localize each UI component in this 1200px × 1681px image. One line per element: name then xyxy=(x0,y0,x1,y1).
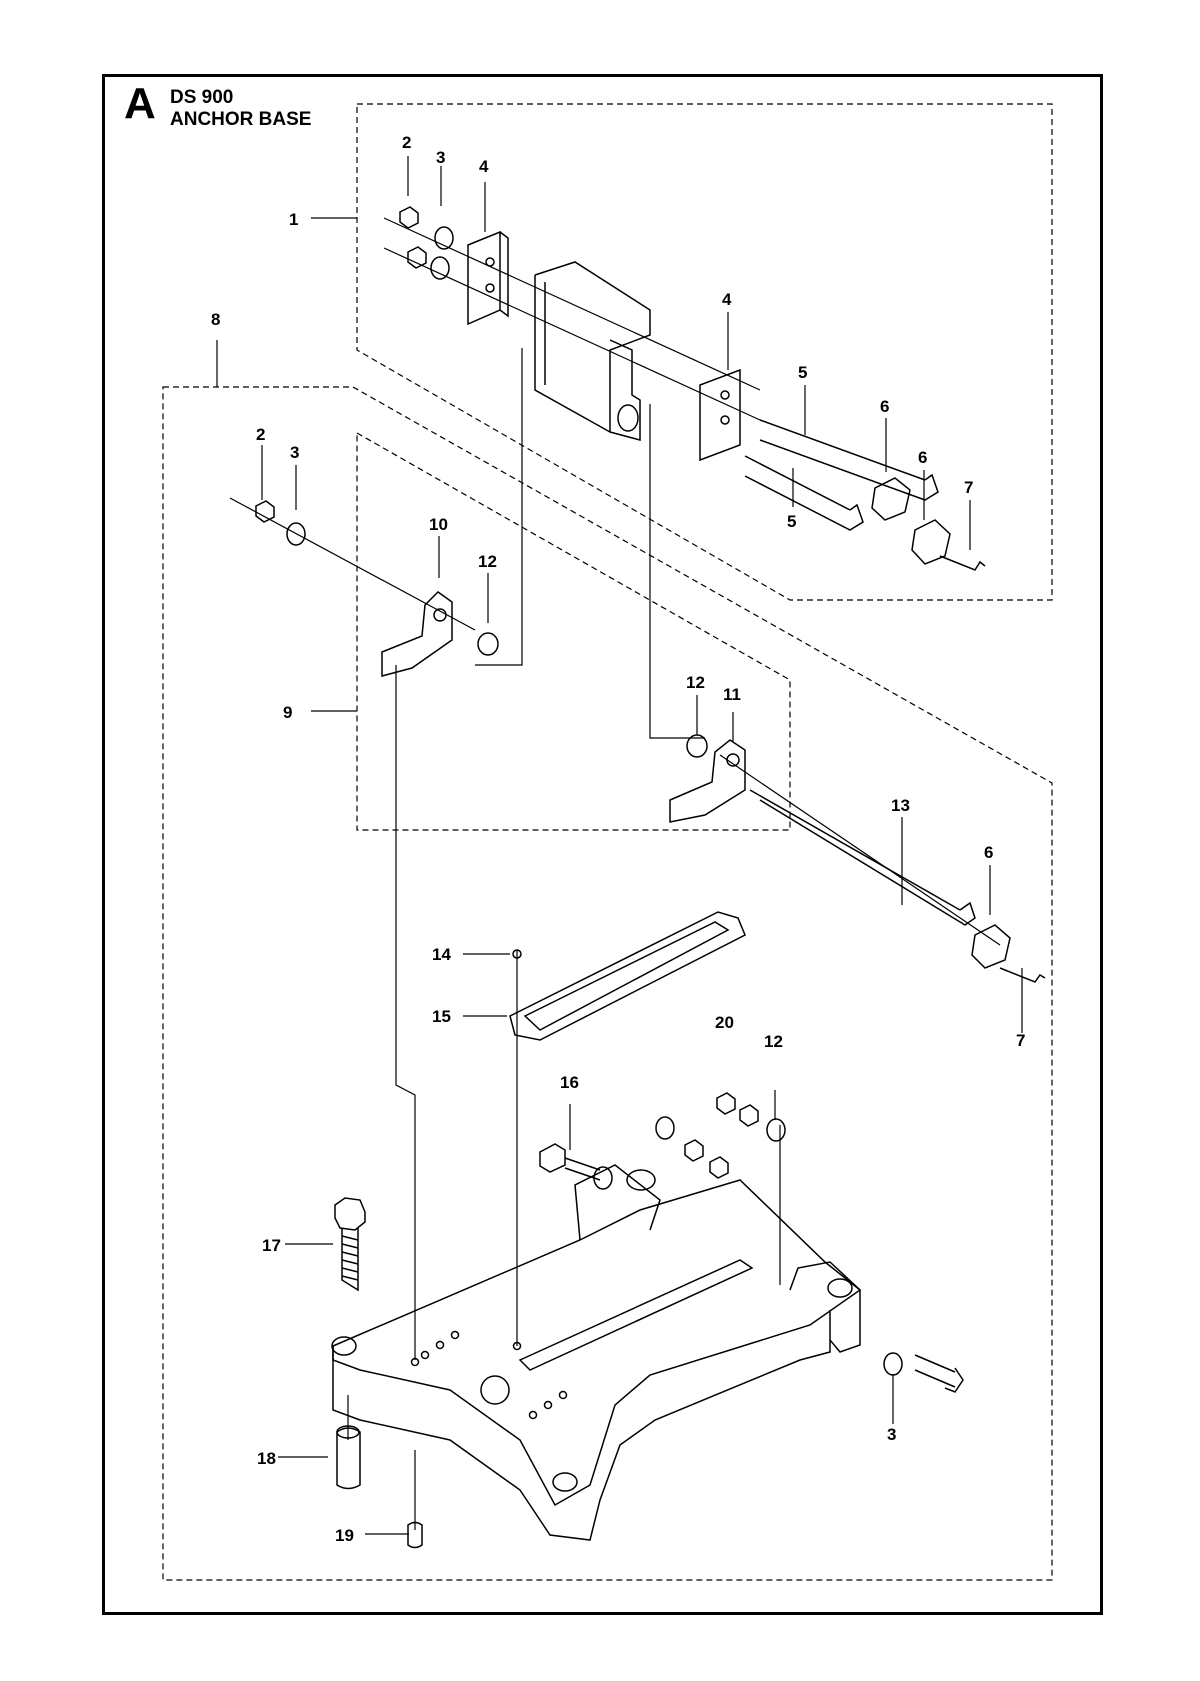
washer-3c xyxy=(286,522,306,546)
callout-20: 20 xyxy=(715,1013,734,1032)
screw-7b xyxy=(999,967,1046,983)
callout-3: 3 xyxy=(887,1425,896,1444)
assembly-axis-lines xyxy=(229,217,1001,1530)
callout-3: 3 xyxy=(436,148,445,167)
callout-14: 14 xyxy=(432,945,451,964)
washer-mid xyxy=(655,1116,675,1140)
washer-12c xyxy=(766,1118,786,1142)
nut-20b xyxy=(739,1104,759,1127)
screw-7-upper xyxy=(939,555,986,571)
callout-2: 2 xyxy=(256,425,265,444)
nut-mid-b xyxy=(709,1156,729,1179)
hex-nut-2b xyxy=(407,246,427,269)
leader-lines xyxy=(216,156,1023,1535)
group-9-parts xyxy=(255,500,1046,983)
group-1-outline xyxy=(356,103,1053,601)
anchor-slide-block xyxy=(534,261,651,441)
screw-19 xyxy=(407,1521,423,1549)
drawing-frame xyxy=(102,74,1103,1615)
anchor-base-frame xyxy=(332,1179,862,1507)
screw-14 xyxy=(512,949,522,959)
callout-6: 6 xyxy=(984,843,993,862)
assembly-title: ANCHOR BASE xyxy=(170,109,312,130)
callout-12: 12 xyxy=(764,1032,783,1051)
callout-7: 7 xyxy=(964,478,973,497)
callout-17: 17 xyxy=(262,1236,281,1255)
nut-20a xyxy=(716,1092,736,1115)
group-9-outline xyxy=(356,431,791,831)
callout-6: 6 xyxy=(918,448,927,467)
hex-nut-2c xyxy=(255,500,275,523)
bolt-3d xyxy=(914,1354,964,1393)
washer-3b xyxy=(430,256,450,280)
callout-16: 16 xyxy=(560,1073,579,1092)
callout-4: 4 xyxy=(722,290,732,309)
callout-2: 2 xyxy=(402,133,411,152)
group-1-parts xyxy=(399,206,986,571)
callout-3: 3 xyxy=(290,443,299,462)
callout-9: 9 xyxy=(283,703,292,722)
callout-6: 6 xyxy=(880,397,889,416)
washer-3 xyxy=(434,226,454,250)
washer-3d xyxy=(883,1352,903,1376)
nut-mid-a xyxy=(684,1139,704,1162)
washer-12a xyxy=(477,632,499,656)
clamp-block-4-left xyxy=(467,230,509,326)
callout-13: 13 xyxy=(891,796,910,815)
callout-18: 18 xyxy=(257,1449,276,1468)
callout-labels: 1 2 3 4 4 5 5 6 6 7 8 2 3 10 12 9 12 11 … xyxy=(211,133,1025,1545)
hex-nut-2 xyxy=(399,206,419,229)
callout-1: 1 xyxy=(289,210,298,229)
rod-13 xyxy=(749,789,976,926)
adjusting-screw-17 xyxy=(334,1197,366,1292)
plate-6c xyxy=(971,924,1011,969)
washer-16 xyxy=(593,1166,613,1190)
callout-10: 10 xyxy=(429,515,448,534)
rod-5-lower xyxy=(744,455,864,531)
anchor-arm-11 xyxy=(669,739,746,823)
callout-5: 5 xyxy=(787,512,796,531)
washer-12b xyxy=(686,734,708,758)
section-letter: A xyxy=(124,79,156,128)
rail-plate-15 xyxy=(509,911,746,1041)
callout-12: 12 xyxy=(478,552,497,571)
callout-5: 5 xyxy=(798,363,807,382)
base-parts xyxy=(331,911,964,1549)
plate-6-upper xyxy=(871,477,911,521)
clamp-block-4-right xyxy=(699,368,741,462)
threaded-sleeve-18 xyxy=(336,1427,361,1490)
callout-19: 19 xyxy=(335,1526,354,1545)
callout-11: 11 xyxy=(723,685,741,704)
callout-15: 15 xyxy=(432,1007,451,1026)
plate-6-lower xyxy=(911,519,951,565)
rod-5-upper xyxy=(759,419,939,501)
callout-7: 7 xyxy=(1016,1031,1025,1050)
callout-12: 12 xyxy=(686,673,705,692)
callout-4: 4 xyxy=(479,157,489,176)
group-8-outline xyxy=(162,386,1053,1581)
model-title: DS 900 xyxy=(170,87,234,108)
callout-8: 8 xyxy=(211,310,220,329)
anchor-arm-10 xyxy=(381,591,453,677)
